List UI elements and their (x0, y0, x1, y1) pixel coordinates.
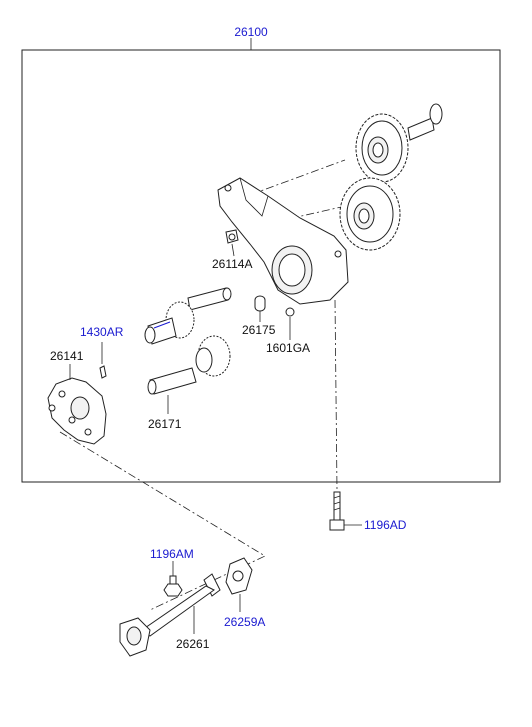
label-1430AR[interactable]: 1430AR (80, 325, 124, 339)
plug (285, 307, 295, 317)
gasket (225, 557, 253, 595)
label-26141[interactable]: 26141 (50, 349, 84, 363)
center-line-cover (59, 431, 266, 611)
pin (99, 365, 107, 379)
oil-pipe (119, 573, 221, 657)
nut-leader (231, 243, 235, 257)
label-1601GA[interactable]: 1601GA (266, 341, 310, 355)
label-26261[interactable]: 26261 (176, 637, 210, 651)
gear-bolt (407, 103, 443, 141)
label-26100[interactable]: 26100 (234, 25, 268, 39)
bolt-long (329, 491, 345, 531)
pump-housing (217, 177, 349, 305)
shaft-gear-lower (147, 335, 231, 395)
pump-cover (47, 377, 107, 445)
assembly-frame (21, 49, 501, 483)
drive-gear-lower (339, 177, 401, 251)
label-26175[interactable]: 26175 (242, 323, 276, 337)
bolt-short (163, 575, 183, 597)
center-line-bolt (334, 299, 338, 491)
bushing (254, 295, 266, 312)
label-26171[interactable]: 26171 (148, 417, 182, 431)
label-26114A[interactable]: 26114A (212, 257, 252, 271)
label-1196AD[interactable]: 1196AD (364, 518, 407, 532)
label-26259A[interactable]: 26259A (224, 615, 265, 629)
label-1196AM[interactable]: 1196AM (150, 547, 194, 561)
shaft-gear-upper (144, 287, 232, 345)
bracket-nut (225, 229, 239, 244)
drive-gear-top (355, 113, 409, 183)
